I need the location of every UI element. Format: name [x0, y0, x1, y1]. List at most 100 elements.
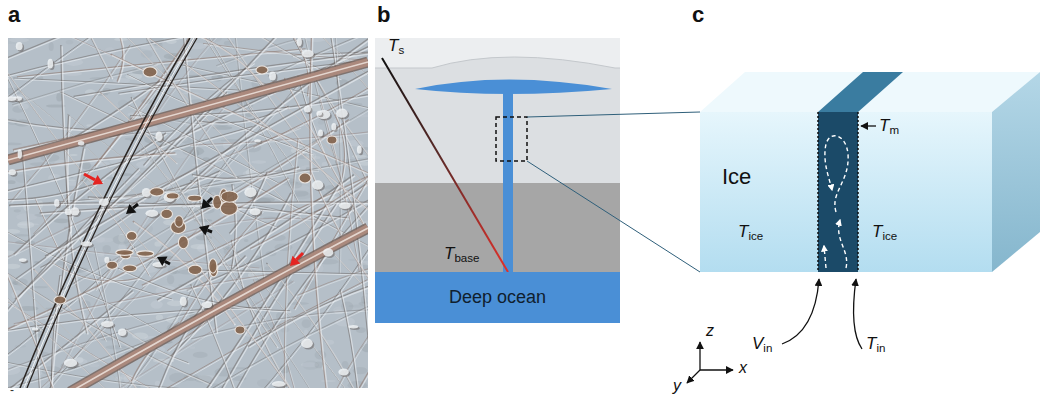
- brown-spot: [327, 136, 337, 144]
- black-arrow-head: [199, 225, 209, 235]
- red-arrow: [84, 174, 103, 185]
- ridge-line: [131, 130, 357, 388]
- surface-bump: [318, 129, 323, 136]
- ridge-line: [157, 241, 368, 388]
- ridge-highlight: [8, 38, 169, 83]
- black-arrow-shaft: [165, 261, 170, 264]
- region-label: Deep ocean: [449, 287, 546, 308]
- brown-spot: [220, 201, 237, 215]
- black-arrow: [201, 198, 212, 209]
- melt-boundary: [817, 112, 819, 272]
- surface-bump: [9, 169, 16, 175]
- double-ridge-band: [70, 228, 368, 388]
- surface-bump: [78, 141, 84, 145]
- surface-bump: [244, 187, 256, 197]
- axis-x: [700, 369, 733, 370]
- red-arrow-head: [290, 256, 300, 266]
- photo-texture: [318, 120, 324, 125]
- brown-spot: [175, 216, 184, 227]
- photo-texture: [89, 364, 99, 367]
- surface-bump: [312, 180, 323, 189]
- ridge-highlight: [319, 38, 368, 386]
- ridge-line: [8, 181, 103, 200]
- ridge-line: [34, 38, 248, 234]
- crack-highlight: [24, 38, 194, 388]
- convective-ice-layer: [375, 183, 620, 272]
- black-arrow-head: [201, 199, 211, 209]
- symbol-subscript: in: [763, 342, 772, 354]
- symbol-subscript: in: [876, 342, 885, 354]
- photo-texture: [70, 154, 78, 156]
- brown-spot: [107, 261, 118, 269]
- brown-spot: [209, 259, 217, 273]
- brown-spot: [235, 326, 245, 334]
- ridge-line: [111, 54, 368, 217]
- surface-bump: [8, 96, 16, 101]
- photo-texture: [17, 221, 34, 228]
- surface-bump: [339, 202, 351, 209]
- brown-spot: [166, 193, 179, 199]
- water-dike: [503, 86, 513, 273]
- inflow-arrow: [782, 279, 819, 344]
- axis-z: [699, 342, 700, 370]
- conductive-ice-layer: [375, 38, 620, 183]
- stray-mark: -: [10, 384, 14, 398]
- brown-spot: [126, 231, 137, 240]
- symbol-main: T: [444, 244, 454, 263]
- ridge-line: [157, 175, 354, 300]
- surface-bump: [146, 210, 159, 217]
- variable-label: Tice: [872, 222, 897, 244]
- brown-spot: [188, 265, 202, 274]
- ridge-highlight: [13, 65, 158, 106]
- black-arrow-shaft: [207, 230, 212, 232]
- ridge-highlight: [16, 38, 311, 301]
- brown-spot: [299, 173, 311, 183]
- surface-line: [375, 57, 620, 68]
- flow-arrow: [825, 136, 848, 212]
- surface-bump: [48, 59, 54, 69]
- ridge-line: [8, 127, 253, 226]
- photo-texture: [15, 174, 31, 183]
- ridge-highlight: [132, 131, 358, 388]
- ice-block: IceTmTiceTice: [700, 72, 1040, 272]
- photo-texture: [321, 380, 336, 382]
- axis-y: [687, 370, 700, 383]
- ridge-highlight: [75, 38, 113, 79]
- surface-bump: [357, 145, 362, 153]
- photo-texture: [315, 362, 323, 369]
- symbol-main: T: [872, 222, 882, 241]
- surface-bump: [304, 106, 311, 113]
- photo-texture: [54, 219, 70, 224]
- temperature-label: Tbase: [444, 244, 479, 266]
- photo-texture: [49, 42, 54, 51]
- surface-bump: [32, 327, 39, 330]
- ridge-line: [8, 128, 74, 388]
- surface-bump: [301, 50, 313, 58]
- ridge-line: [190, 38, 262, 85]
- symbol-main: T: [388, 36, 398, 55]
- symbol-subscript: base: [454, 252, 479, 264]
- ridge-line: [74, 38, 112, 78]
- variable-label: Ice: [722, 164, 751, 189]
- black-arrow: [157, 256, 170, 266]
- zoom-leader: [527, 161, 700, 272]
- surface-bump: [336, 109, 348, 118]
- symbol-main: V: [752, 334, 763, 353]
- black-arrow-head: [157, 256, 168, 266]
- ridge-highlight: [192, 38, 264, 86]
- surface-bump: [202, 302, 212, 309]
- photo-texture: [167, 275, 174, 284]
- surface-bump: [18, 149, 22, 159]
- surface-bump: [180, 297, 187, 306]
- ridge-highlight: [192, 310, 368, 340]
- photo-texture: [102, 245, 111, 253]
- red-arrow-shaft: [296, 253, 303, 260]
- surface-bump: [16, 42, 23, 50]
- brown-spot: [161, 209, 173, 218]
- brown-spot: [178, 236, 188, 249]
- ridge-line: [318, 38, 368, 385]
- symbol-main: T: [879, 116, 889, 135]
- ridge-highlight: [255, 281, 305, 388]
- temperature-label: Tin: [866, 334, 885, 356]
- variable-label: Tm: [879, 116, 899, 138]
